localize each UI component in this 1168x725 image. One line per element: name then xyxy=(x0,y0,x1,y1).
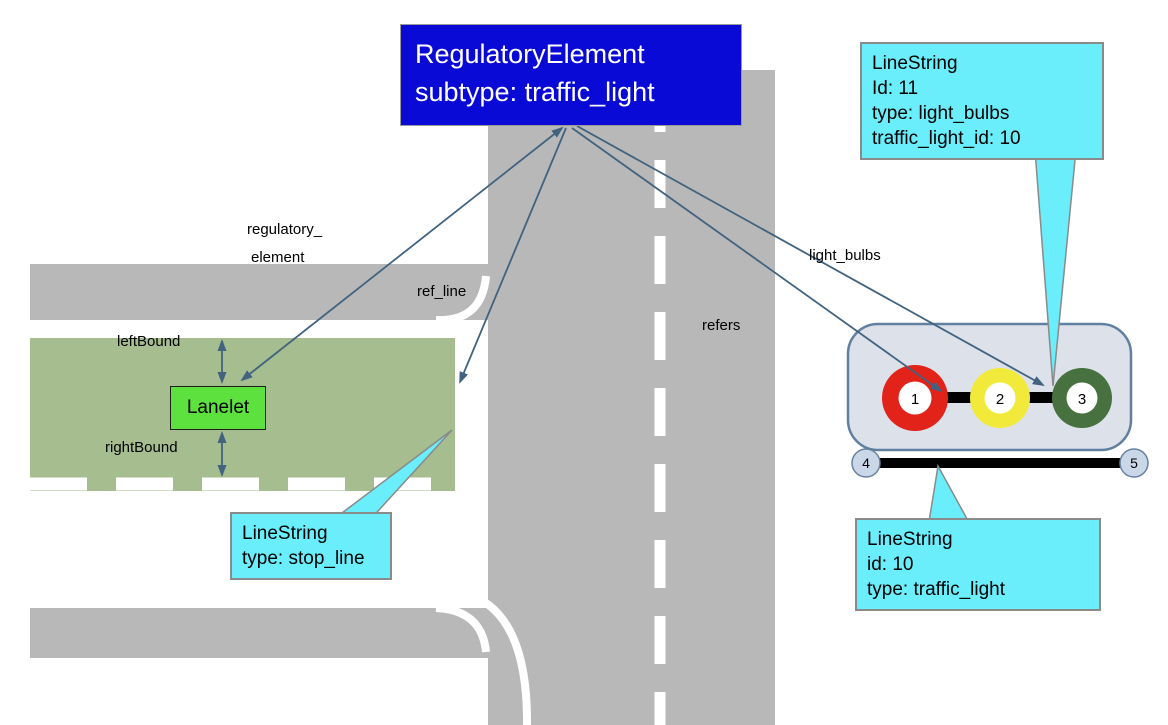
callout-line: LineString xyxy=(867,529,953,550)
label-refers: refers xyxy=(702,317,741,334)
traffic-light-endpoint-5 xyxy=(1119,448,1149,478)
arrow-regulatory-element xyxy=(240,126,564,382)
endpoint-number-5: 5 xyxy=(1130,455,1138,471)
label-left-bound: leftBound xyxy=(117,333,181,350)
bulb-number-2: 2 xyxy=(996,391,1004,408)
callout-light-bulbs: LineString Id: 11 type: light_bulbs traf… xyxy=(860,42,1104,161)
callout-line: Id: 11 xyxy=(872,78,919,100)
callout-line: type: traffic_light xyxy=(867,579,1006,601)
label-regulatory-element-line2: element xyxy=(251,249,305,266)
road-horizontal-bottom-band xyxy=(30,608,488,658)
traffic-light-bulb-red-center xyxy=(898,381,932,415)
road-corner-arc-bottom xyxy=(435,604,490,653)
label-right-bound: rightBound xyxy=(105,439,178,456)
lanelet-label: Lanelet xyxy=(186,397,250,418)
callout-traffic-light: LineString id: 10 type: traffic_light xyxy=(855,518,1101,612)
road-vertical xyxy=(488,70,775,725)
callout-line: LineString xyxy=(872,53,958,74)
arrow-refers xyxy=(571,127,943,393)
regulatory-element-box: RegulatoryElement subtype: traffic_light xyxy=(400,24,742,126)
traffic-light-endpoint-4 xyxy=(851,448,881,478)
label-regulatory-element-line1: regulatory_ xyxy=(247,221,323,238)
regulatory-element-title: RegulatoryElement xyxy=(415,39,645,69)
traffic-light-bulb-green-center xyxy=(1066,382,1098,414)
endpoint-number-4: 4 xyxy=(862,455,870,471)
regulatory-element-subtype: subtype: traffic_light xyxy=(415,77,655,108)
callout-line: id: 10 xyxy=(867,554,914,576)
arrow-light-bulbs xyxy=(576,125,1045,386)
callout-line: type: light_bulbs xyxy=(872,103,1010,125)
callout-line: LineString xyxy=(242,523,328,544)
traffic-light-bulb-yellow-center xyxy=(984,382,1016,414)
label-light-bulbs: light_bulbs xyxy=(809,247,881,264)
traffic-light-linestring-bar xyxy=(866,458,1134,468)
bulb-number-3: 3 xyxy=(1078,391,1086,408)
callout-stop-line: LineString type: stop_line xyxy=(230,512,392,581)
lanelet-box: Lanelet xyxy=(170,386,266,430)
bulb-number-1: 1 xyxy=(911,391,919,408)
arrow-ref-line xyxy=(459,127,567,384)
callout-line: traffic_light_id: 10 xyxy=(872,128,1021,150)
callout-line: type: stop_line xyxy=(242,548,365,570)
stop-line xyxy=(455,388,464,479)
road-corner-arc-south xyxy=(466,590,532,725)
label-ref-line: ref_line xyxy=(417,283,467,300)
